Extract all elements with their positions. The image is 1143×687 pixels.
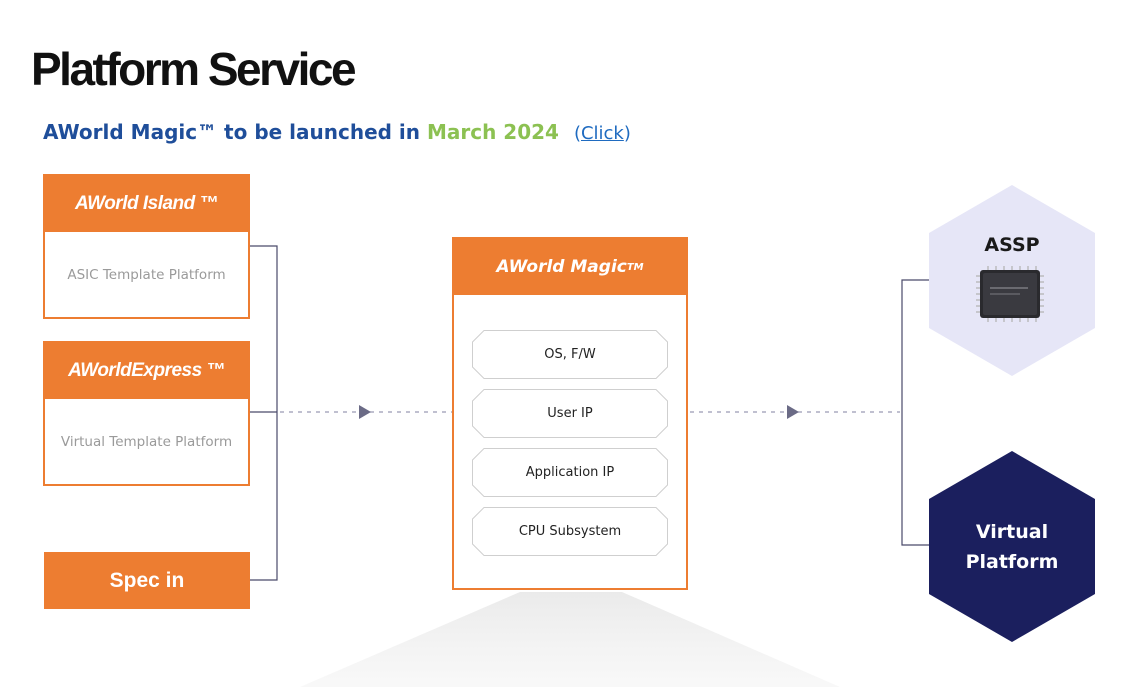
launch-subtitle: AWorld Magic™ to be launched in March 20… [43, 120, 631, 144]
link-close-paren: ) [623, 123, 631, 144]
layer-label: User IP [547, 406, 593, 421]
aworld-express-card: AWorldExpress ™ Virtual Template Platfor… [43, 341, 250, 486]
chip-icon [976, 266, 1044, 322]
virtual-platform-hexagon [929, 451, 1095, 642]
aworld-island-title: AWorld Island ™ [45, 176, 248, 232]
aworld-magic-title-text: AWorld Magic [496, 257, 627, 277]
assp-hexagon [929, 185, 1095, 376]
subtitle-prefix: AWorld Magic™ to be launched in [43, 120, 427, 144]
layer-cpu-subsystem: CPU Subsystem [472, 507, 668, 556]
aworld-express-title: AWorldExpress ™ [45, 343, 248, 399]
link-open-paren: ( [573, 123, 581, 144]
aworld-island-body: ASIC Template Platform [67, 266, 226, 283]
layer-label: Application IP [525, 465, 615, 480]
launch-date: March 2024 [426, 120, 559, 144]
click-link[interactable]: (Click) [574, 123, 631, 144]
layer-label: CPU Subsystem [518, 524, 622, 539]
right-arrow-head [787, 405, 799, 419]
aworld-island-card: AWorld Island ™ ASIC Template Platform [43, 174, 250, 319]
virtual-platform-label-line2: Platform [965, 551, 1059, 573]
layer-application-ip: Application IP [472, 448, 668, 497]
assp-label: ASSP [984, 234, 1040, 256]
left-bracket [250, 245, 278, 581]
aworld-magic-tm: TM [626, 261, 644, 273]
page-title: Platform Service [31, 43, 357, 95]
layer-shape [472, 389, 668, 438]
right-bracket [901, 279, 930, 546]
left-arrow-head [359, 405, 371, 419]
layer-shape [472, 448, 668, 497]
layer-label: OS, F/W [544, 347, 596, 362]
spec-in-box: Spec in [44, 552, 250, 609]
spotlight-beam [300, 592, 840, 687]
layer-shape [472, 330, 668, 379]
layer-user-ip: User IP [472, 389, 668, 438]
virtual-platform-label-line1: Virtual [975, 521, 1049, 543]
virtual-platform-label: Virtual Platform [928, 517, 1096, 577]
layer-os-fw: OS, F/W [472, 330, 668, 379]
link-text[interactable]: Click [580, 123, 624, 144]
layer-shape [472, 507, 668, 556]
aworld-express-body: Virtual Template Platform [60, 433, 233, 450]
